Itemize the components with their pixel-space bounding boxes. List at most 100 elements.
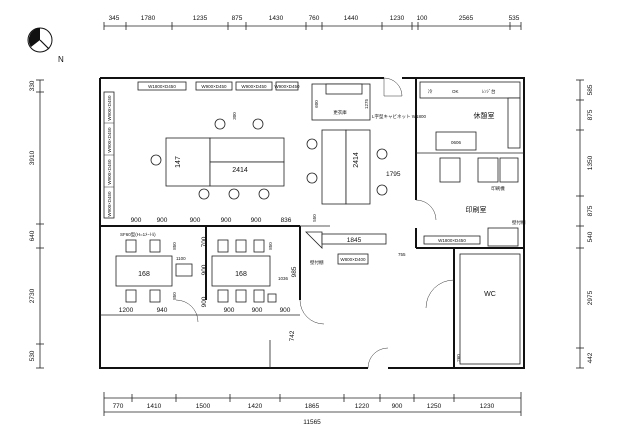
bottom-dim-6: 900 (392, 403, 403, 410)
right-dim-3: 875 (587, 205, 594, 216)
tool-cab-label-2: 壁付棚 (310, 259, 324, 266)
top-dim-2: 1235 (193, 15, 208, 22)
desk-1-label: 2414 (232, 167, 248, 174)
print-room-label: 印刷室 (466, 205, 487, 214)
top-dim-9: 2565 (459, 15, 474, 22)
chair (150, 154, 162, 166)
cabinet-a (137, 81, 187, 91)
desk-1a (165, 137, 211, 187)
dim-850a: 850 (172, 242, 177, 250)
print-stairs (487, 227, 519, 247)
bottom-dim-3: 1420 (248, 403, 263, 410)
cabinet-d-label: W900×D450 (274, 84, 300, 89)
top-dim-4: 1430 (269, 15, 284, 22)
dim-985: 985 (291, 266, 298, 277)
dim-260: 260 (456, 354, 461, 362)
chair (306, 138, 318, 150)
chair (376, 148, 388, 160)
top-dim-1: 1780 (141, 15, 156, 22)
meeting-room-2: 168 (211, 239, 277, 303)
desk-cluster-1: 147 2414 (150, 118, 285, 200)
meeting-door-swing-icon (175, 299, 199, 323)
reception: 1845 W800×D400 (305, 231, 387, 265)
left-dim-1: 3910 (29, 150, 36, 165)
cabinet-c-label: W900×D450 (241, 84, 267, 89)
cab-top-label: L字型キャビネット W1800 (372, 113, 427, 120)
south-door-swing-icon (367, 347, 389, 369)
bottom-dim-2: 1500 (196, 403, 211, 410)
wc-door-swing-icon (425, 279, 455, 309)
top-dim-8: 100 (417, 15, 428, 22)
desk-1-side-label: 147 (175, 156, 182, 168)
rest-room-label: 休憩室 (474, 111, 495, 120)
wc-room: WC (459, 253, 521, 365)
desk-2b (345, 129, 371, 205)
right-dim-6: 442 (587, 352, 594, 363)
cabinet-c (235, 81, 273, 91)
chair (217, 239, 229, 253)
cabinet-d (275, 81, 299, 91)
rest-room: 冷 OK ﾚﾝｼﾞ台 休憩室 0606 (419, 81, 521, 151)
chair (258, 188, 270, 200)
chair (198, 188, 210, 200)
v-dim-3: 300 (232, 112, 237, 120)
desk-2a (321, 129, 347, 205)
print-door-swing-icon (415, 199, 437, 221)
row-b-dim-1: 940 (157, 307, 168, 314)
print-desk (439, 157, 461, 183)
dim-1036: 1036 (278, 276, 289, 281)
meeting-table-2-label: 168 (235, 271, 247, 278)
west-wall-shelves: W900×D450 W900×D450 W900×D450 W900×D450 (103, 91, 115, 219)
row-a-dim-1: 900 (157, 217, 168, 224)
meeting-table-1 (115, 255, 173, 287)
chair (214, 118, 226, 130)
entry-door-swing-icon (383, 77, 403, 97)
print-cabinet-label: W1800×D450 (438, 238, 466, 243)
kitchen-range: ﾚﾝｼﾞ台 (482, 88, 496, 95)
right-dim-2: 1350 (587, 155, 594, 170)
chair (235, 239, 247, 253)
dim-550: 550 (312, 214, 317, 222)
rest-table-label: 0606 (451, 140, 462, 145)
left-dim-0: 330 (29, 80, 36, 91)
desk-1c (209, 161, 285, 187)
outer-walls (99, 77, 525, 369)
bottom-dim-7: 1250 (427, 403, 442, 410)
bottom-dim-8: 1230 (480, 403, 495, 410)
meeting-table-1-label: 168 (138, 271, 150, 278)
desk-cluster-2: 2414 1795 (306, 129, 401, 205)
storage-label: 更衣庫 (333, 109, 347, 116)
print-machine-2 (499, 157, 519, 183)
interior-dimensions: 900 900 900 900 900 836 1200 940 900 900… (119, 98, 461, 361)
top-dim-10: 535 (509, 15, 520, 22)
right-dim-1: 875 (587, 109, 594, 120)
west-shelf-label-2: W900×D450 (107, 127, 112, 153)
row-a-dim-0: 900 (131, 217, 142, 224)
row-a-dim-5: 836 (281, 217, 292, 224)
top-dim-0: 345 (109, 15, 120, 22)
west-shelf-label-1: W900×D450 (107, 95, 112, 121)
print-machine-label: 印刷機 (491, 185, 505, 192)
bottom-dim-4: 1865 (305, 403, 320, 410)
left-dimensions: 330 3910 640 2730 530 (29, 79, 44, 369)
reception-cab-label: W800×D400 (340, 257, 366, 262)
row-a-dim-3: 900 (221, 217, 232, 224)
bottom-dimensions: 770 1410 1500 1420 1865 1220 900 1250 12… (103, 392, 522, 426)
chair (125, 239, 137, 253)
tool-cab-label: 壁付棚 (512, 219, 526, 226)
compass-line (39, 39, 50, 50)
bottom-dim-0: 770 (113, 403, 124, 410)
west-shelf-label-4: W900×D450 (107, 191, 112, 217)
chair (306, 172, 318, 184)
meeting2-door-swing-icon (299, 299, 325, 325)
v-dim-2: 1275 (364, 98, 369, 109)
kitchen-fridge: 冷 (428, 88, 433, 95)
right-dim-4: 540 (587, 231, 594, 242)
meeting-table-2 (211, 255, 271, 287)
chair (149, 289, 161, 303)
kitchen-counter (419, 81, 521, 99)
cabinet-b (195, 81, 233, 91)
chair (376, 184, 388, 196)
row-b-dim-3: 900 (252, 307, 263, 314)
chair (125, 289, 137, 303)
